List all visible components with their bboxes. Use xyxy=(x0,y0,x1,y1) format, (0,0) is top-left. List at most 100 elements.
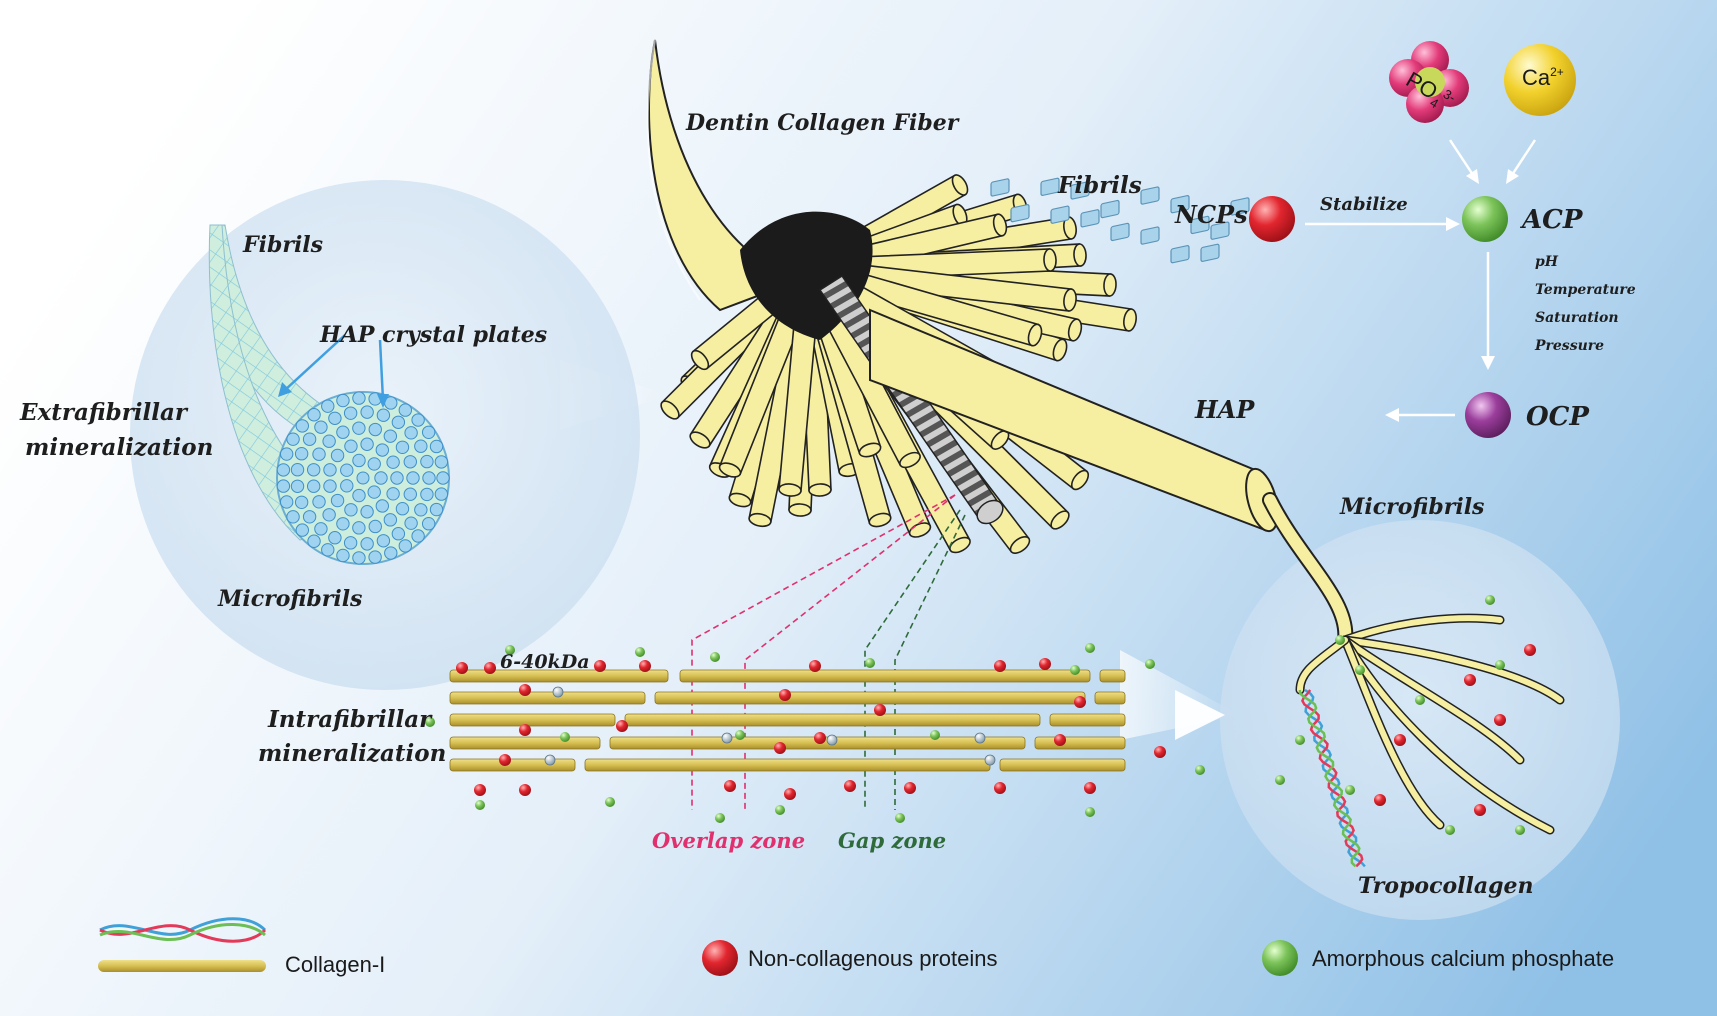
microfibril xyxy=(294,495,309,509)
microfibril-branch xyxy=(1342,637,1563,703)
fibril-end xyxy=(1050,510,1070,530)
microfibril xyxy=(279,447,294,461)
fibril-end xyxy=(1009,535,1031,555)
acp-particle xyxy=(560,732,570,742)
microfibril xyxy=(414,439,428,453)
fibril-end xyxy=(1027,323,1043,347)
po4-cluster-icon: PO43- xyxy=(1389,41,1469,123)
ncp-particle xyxy=(616,720,628,732)
hap-crystal xyxy=(1140,226,1160,245)
microfibril xyxy=(403,487,417,501)
microfibril-branch xyxy=(1342,615,1503,643)
microfibril xyxy=(383,513,398,527)
acp-particle xyxy=(1085,807,1095,817)
hap-crystal xyxy=(1170,245,1190,264)
microfibril xyxy=(279,495,294,509)
hap-crystal xyxy=(1080,209,1100,228)
microfibril xyxy=(314,420,328,434)
fibril-end xyxy=(1123,308,1137,332)
microfibril xyxy=(340,463,354,477)
hap-crystal-plates-label: HAP crystal plates xyxy=(319,322,547,348)
microfibril xyxy=(312,495,326,509)
ncp-particle xyxy=(519,784,531,796)
microfibril xyxy=(352,488,366,503)
collagen-rod xyxy=(1099,669,1126,683)
hap-crystal xyxy=(990,178,1010,197)
legend-collagen-label: Collagen-I xyxy=(285,952,385,977)
hap-crystal xyxy=(1110,222,1130,242)
microfibril-branch xyxy=(1342,637,1553,833)
svg-text:Ca2+: Ca2+ xyxy=(1522,65,1564,90)
microfibril xyxy=(336,517,350,531)
microfibril xyxy=(398,539,413,553)
ncp-particle xyxy=(1524,644,1536,656)
microfibril xyxy=(390,471,404,485)
ncp-particle xyxy=(1054,734,1066,746)
magnify-arrow xyxy=(1175,690,1225,740)
acp-particle xyxy=(1085,643,1095,653)
hap-crystal xyxy=(1230,197,1250,216)
acp-particle xyxy=(1485,595,1495,605)
microfibril xyxy=(374,471,388,485)
hap-label: HAP xyxy=(1194,395,1255,424)
fibril-end xyxy=(718,462,742,478)
microfibril xyxy=(384,546,398,560)
microfibril xyxy=(314,522,328,536)
collagen-rod xyxy=(999,758,1126,772)
acp-particle xyxy=(1070,665,1080,675)
ncp-particle xyxy=(1084,782,1096,794)
acp-particle xyxy=(1415,695,1425,705)
fibril-end xyxy=(808,483,832,497)
microfibril xyxy=(429,502,444,517)
collagen-rod xyxy=(1034,736,1126,750)
acp-particle xyxy=(475,800,485,810)
fibrils-left-label: Fibrils xyxy=(242,232,323,258)
microfibril xyxy=(330,448,345,463)
fibril-end xyxy=(748,512,772,528)
microfibril xyxy=(403,455,417,469)
microfibril xyxy=(352,551,366,565)
ncp-particle xyxy=(519,684,531,696)
hap-crystal xyxy=(1170,195,1190,214)
hap-crystal xyxy=(1100,199,1120,219)
microfibril xyxy=(420,454,434,469)
microfibril xyxy=(322,508,336,522)
microfibril xyxy=(421,517,436,531)
acp-particle xyxy=(1515,825,1525,835)
microfibril xyxy=(395,502,410,516)
microfibril xyxy=(368,519,382,534)
microfibril xyxy=(290,479,305,493)
ncp-particle xyxy=(1374,794,1386,806)
ncp-particle xyxy=(844,780,856,792)
hap-particle xyxy=(544,754,556,766)
ncp-particle xyxy=(1494,714,1506,726)
collagen-rod xyxy=(654,691,1086,705)
ncp-particle xyxy=(639,660,651,672)
fibril-end xyxy=(1073,243,1087,267)
acp-particle xyxy=(425,717,435,727)
fibril-end xyxy=(689,431,711,449)
ncp-particle xyxy=(774,742,786,754)
acp-particle xyxy=(1445,825,1455,835)
collagen-rod xyxy=(449,691,646,705)
microfibril xyxy=(321,543,335,557)
microfibrils-left-label: Microfibrils xyxy=(217,586,362,612)
intrafibrillar-label-2: mineralization xyxy=(258,740,446,767)
microfibril xyxy=(422,471,436,485)
fibril-end xyxy=(1043,248,1057,272)
legend: Collagen-I Non-collagenous proteins Amor… xyxy=(98,917,1614,977)
hap-crystal xyxy=(1040,177,1060,196)
microfibril xyxy=(360,505,374,519)
fibril-end xyxy=(788,503,812,517)
acp-particle xyxy=(895,813,905,823)
microfibril xyxy=(352,521,366,535)
ncp-particle xyxy=(519,724,531,736)
fibril-end xyxy=(1070,469,1090,491)
fibril-end xyxy=(1063,288,1077,312)
collagen-rod xyxy=(1094,691,1126,705)
hap-crystal xyxy=(1190,215,1210,235)
stabilize-label: Stabilize xyxy=(1320,194,1408,215)
acp-ball xyxy=(1462,196,1508,242)
microfibril xyxy=(352,453,366,468)
ncp-particle xyxy=(1394,734,1406,746)
